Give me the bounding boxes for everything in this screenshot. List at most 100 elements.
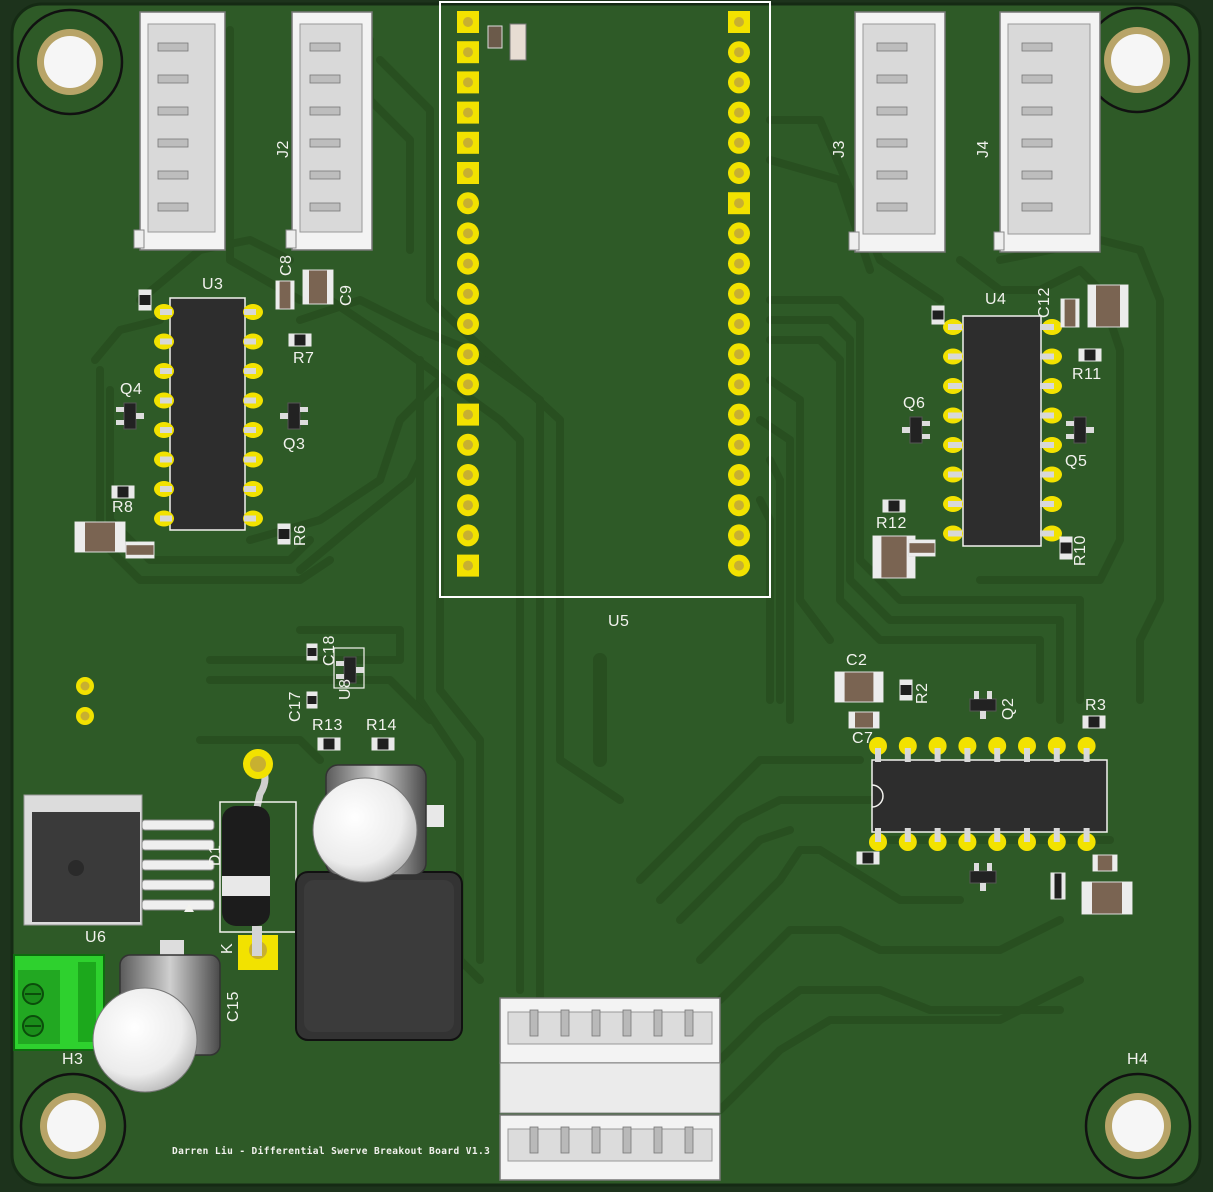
ic-lead: [904, 828, 911, 842]
ic-lead: [160, 456, 172, 463]
refdes-r7: R7: [293, 350, 315, 367]
board-credit-text: Darren Liu - Differential Swerve Breakou…: [172, 1146, 491, 1157]
refdes-r2: R2: [914, 682, 931, 704]
inductor: [295, 871, 463, 1041]
refdes-j3: J3: [831, 140, 848, 158]
connector-pin: [157, 138, 189, 148]
header-pin-hole: [734, 168, 744, 178]
smd-transistor: [336, 656, 364, 684]
connector-pin: [1021, 74, 1053, 84]
ic-lead: [1040, 442, 1054, 448]
smd-capacitor: [872, 535, 916, 579]
refdes-u3: U3: [202, 276, 224, 293]
smd-capacitor: [1060, 298, 1080, 328]
connector-pin: [309, 138, 341, 148]
connector-pin: [157, 42, 189, 52]
smd-components: [74, 269, 1133, 915]
d1-diode: [219, 749, 297, 970]
header-pin-hole: [734, 198, 744, 209]
mounting-hole-h4: [1084, 1072, 1192, 1180]
header-pin-hole: [734, 470, 744, 480]
refdes-c9: C9: [338, 284, 355, 306]
refdes-c7: C7: [852, 730, 874, 747]
regulator-lead: [141, 899, 215, 911]
connector-pin: [309, 170, 341, 180]
regulator-lead: [141, 859, 215, 871]
header-pin-hole: [463, 288, 473, 299]
ic-lead: [160, 427, 172, 433]
connector-pin: [157, 106, 189, 116]
connector-pin: [876, 106, 908, 116]
refdes-c8: C8: [278, 254, 295, 276]
connector-pin: [684, 1009, 694, 1037]
ic-pin: [958, 737, 977, 755]
smd-transistor: [1066, 416, 1094, 444]
header-pin-hole: [463, 319, 473, 329]
refdes-d1: D1: [207, 844, 224, 866]
header-pin-hole: [734, 17, 744, 27]
smd-capacitor: [302, 269, 334, 305]
ic-pin: [928, 737, 947, 755]
connector-latch: [133, 229, 145, 249]
ic-lead: [1083, 748, 1090, 762]
ic-lead: [160, 368, 172, 374]
ic-lead: [244, 397, 256, 404]
ic-lead: [1024, 828, 1030, 842]
smd-resistor: [111, 485, 135, 499]
connector-pin: [309, 74, 341, 84]
regulator-lead: [141, 839, 215, 851]
ic-pin: [869, 737, 887, 755]
refdes-r12: R12: [876, 515, 907, 532]
copper-traces: [91, 26, 1164, 1114]
mounting-hole-h3: [19, 1072, 127, 1180]
smd-resistor: [277, 523, 291, 545]
header-pin-hole: [463, 47, 473, 58]
ic-lead: [948, 353, 962, 360]
connector-pin: [653, 1009, 663, 1037]
header-pin-hole: [463, 168, 473, 178]
connector-pin: [1021, 202, 1053, 212]
c15-electrolytic-cap: [92, 940, 221, 1093]
smd-resistor: [1050, 872, 1066, 900]
ic-pin: [1077, 737, 1096, 755]
u7-dip-ic: [869, 737, 1108, 851]
two-pin-header: [76, 677, 94, 725]
smd-resistor: [1059, 536, 1073, 560]
connector-pin: [157, 202, 189, 212]
ic-lead: [1040, 383, 1054, 389]
regulator-lead: [141, 879, 215, 891]
smd-transistor: [116, 402, 144, 430]
refdes-r8: R8: [112, 499, 134, 516]
header-pin-hole: [463, 17, 473, 27]
ic-lead: [244, 338, 256, 345]
smd-capacitor: [74, 521, 126, 553]
smd-resistor: [138, 289, 152, 311]
smd-capacitor: [908, 539, 936, 557]
header-pin-hole: [734, 409, 744, 420]
smd-capacitor: [834, 671, 884, 703]
ic-pin: [1047, 737, 1066, 755]
regulator-lead: [141, 819, 215, 831]
smd-resistor: [931, 305, 945, 325]
smd-capacitor: [1092, 854, 1118, 872]
ic-lead: [244, 309, 256, 315]
ic-lead: [948, 442, 962, 448]
header-pin-hole: [734, 288, 744, 299]
ic-lead: [994, 748, 1001, 762]
refdes-u5: U5: [608, 613, 630, 630]
ic-lead: [244, 456, 256, 463]
ic-pin: [1018, 737, 1036, 755]
connector-cavity: [299, 23, 363, 233]
bottom-connectors: [499, 997, 721, 1181]
u8-outline: [333, 647, 365, 689]
refdes-h4: H4: [1127, 1051, 1149, 1068]
connector-pin: [157, 170, 189, 180]
connector-pin: [529, 1126, 539, 1154]
refdes-j2: J2: [275, 140, 292, 158]
smd-transistor: [280, 402, 308, 430]
header-pin-hole: [734, 560, 744, 571]
header-pin-hole: [463, 349, 473, 360]
connector-pin: [309, 202, 341, 212]
ic-lead: [160, 397, 172, 404]
refdes-u8: U8: [337, 678, 354, 700]
